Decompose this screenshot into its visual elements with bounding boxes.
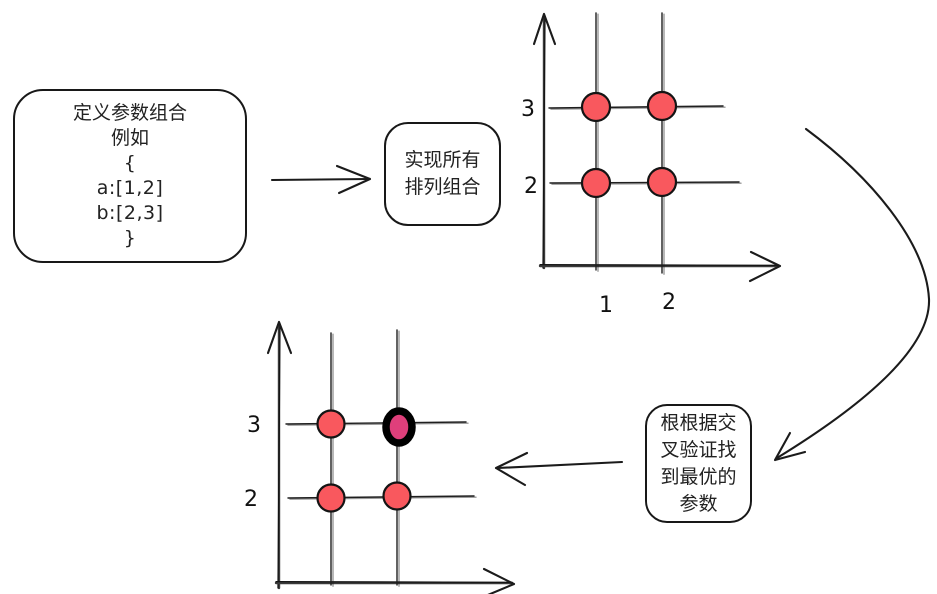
cross-validation-box: 根根据交 叉验证找 到最优的 参数 — [645, 404, 752, 523]
define-params-param-b: b:[2,3] — [96, 202, 164, 224]
data-point2-a2-b2 — [382, 481, 412, 511]
chart2-axes — [266, 320, 516, 594]
define-params-param-a: a:[1,2] — [96, 177, 164, 199]
chart-all-combinations: 3 2 1 2 — [521, 12, 782, 318]
best-parameter-point-a2-b3 — [382, 407, 416, 447]
define-params-title: 定义参数组合 — [72, 103, 187, 124]
arrow-curved-down — [773, 127, 931, 462]
chart2-ytick-2: 2 — [244, 487, 258, 512]
chart2-gridlines — [285, 329, 475, 586]
cv-line-3: 到最优的 — [660, 466, 737, 488]
define-params-subtitle: 例如 — [110, 128, 149, 149]
define-params-brace-open: { — [123, 152, 137, 174]
chart1-xtick-2: 2 — [662, 290, 676, 315]
define-params-brace-close: } — [123, 227, 137, 249]
cv-line-1: 根根据交 — [660, 412, 737, 434]
data-point-a2-b2 — [646, 166, 678, 198]
cv-line-2: 叉验证找 — [660, 439, 737, 461]
chart-best-parameters: 3 2 — [244, 320, 516, 594]
chart1-ytick-2: 2 — [524, 174, 538, 199]
data-point2-a1-b2 — [316, 483, 346, 513]
permutations-line-2: 排列组合 — [404, 177, 481, 198]
data-point-a1-b3 — [580, 91, 612, 123]
arrow-cv-to-result — [494, 451, 624, 487]
arrow-define-to-permute — [270, 164, 372, 195]
data-point-a2-b3 — [646, 90, 678, 122]
permutations-box: 实现所有 排列组合 — [384, 122, 501, 226]
define-params-box: 定义参数组合 例如 { a:[1,2] b:[2,3] } — [13, 89, 247, 263]
data-point-a1-b2 — [580, 167, 612, 199]
cv-line-4: 参数 — [679, 493, 718, 515]
chart2-ytick-3: 3 — [247, 413, 261, 438]
chart1-axes — [532, 12, 782, 283]
chart1-ytick-3: 3 — [521, 97, 535, 122]
permutations-line-1: 实现所有 — [404, 150, 481, 171]
data-point2-a1-b3 — [316, 409, 346, 439]
chart1-gridlines — [548, 12, 740, 274]
chart1-xtick-1: 1 — [599, 293, 613, 318]
